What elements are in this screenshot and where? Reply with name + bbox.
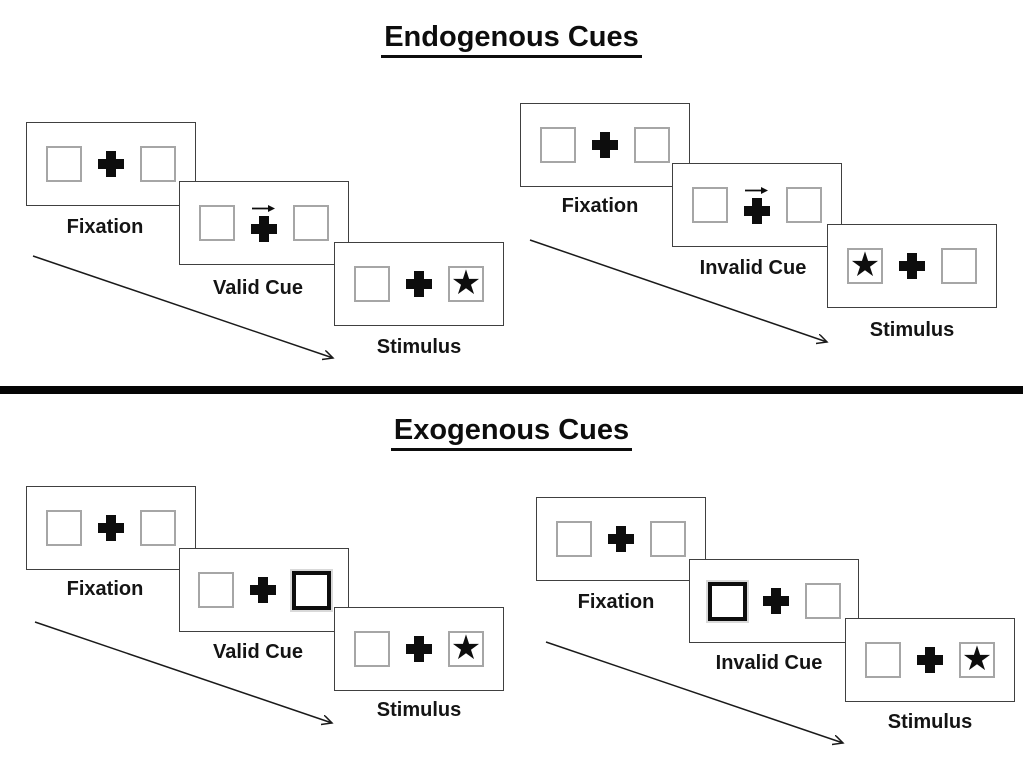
sequence-order-arrow	[32, 255, 340, 365]
screen-panel-valid-cue	[179, 548, 349, 632]
cue-arrow-right-icon	[252, 205, 275, 212]
fixation-cross-group	[762, 588, 789, 614]
right-stimulus-box: ★	[959, 642, 995, 678]
panel-label: Fixation	[66, 216, 144, 238]
panel-label: Stimulus	[887, 711, 973, 733]
left-placeholder-box	[46, 510, 82, 546]
screen-panel-invalid-cue	[672, 163, 842, 247]
fixation-cross-group	[608, 526, 634, 552]
left-highlighted-cue-box	[707, 581, 747, 621]
right-placeholder-box	[804, 583, 841, 619]
fixation-cross-icon	[98, 515, 124, 541]
screen-panel-stimulus: ★	[827, 224, 997, 308]
section-title-endogenous: Endogenous Cues	[0, 21, 1023, 58]
screen-panel-fixation	[536, 497, 706, 581]
star-icon: ★	[961, 640, 993, 678]
right-placeholder-box	[140, 510, 176, 546]
screen-panel-fixation	[520, 103, 690, 187]
star-icon: ★	[849, 246, 881, 284]
fixation-cross-icon	[98, 151, 124, 177]
right-highlighted-cue-box	[291, 570, 331, 610]
right-placeholder-box	[786, 187, 822, 223]
left-placeholder-box	[865, 642, 901, 678]
left-placeholder-box	[556, 521, 592, 557]
sequence-order-arrow	[529, 239, 833, 349]
left-placeholder-box	[197, 572, 234, 608]
panel-label: Stimulus	[376, 336, 462, 358]
panel-label: Invalid Cue	[699, 257, 807, 279]
screen-panel-stimulus: ★	[334, 242, 504, 326]
fixation-cross-icon	[406, 271, 432, 297]
star-icon: ★	[450, 264, 482, 302]
left-placeholder-box	[540, 127, 576, 163]
right-placeholder-box	[293, 205, 329, 241]
fixation-cross-icon	[249, 577, 276, 603]
left-placeholder-box	[354, 631, 390, 667]
fixation-cross-icon	[608, 526, 634, 552]
sequence-order-arrow	[34, 621, 338, 730]
right-placeholder-box	[634, 127, 670, 163]
central-cue-group	[251, 204, 277, 242]
left-placeholder-box	[199, 205, 235, 241]
panel-label: Valid Cue	[212, 641, 304, 663]
sequence-order-arrow	[545, 641, 849, 750]
star-icon: ★	[450, 629, 482, 667]
section-divider	[0, 386, 1023, 394]
right-placeholder-box	[650, 521, 686, 557]
fixation-cross-icon	[592, 132, 618, 158]
fixation-cross-group	[592, 132, 618, 158]
section-title-text: Endogenous Cues	[381, 21, 642, 58]
fixation-cross-icon	[251, 216, 277, 242]
panel-label: Fixation	[561, 195, 639, 217]
fixation-cross-group	[406, 636, 432, 662]
panel-label: Fixation	[66, 578, 144, 600]
panel-label: Stimulus	[869, 319, 955, 341]
panel-label: Stimulus	[376, 699, 462, 721]
screen-panel-fixation	[26, 122, 196, 206]
fixation-cross-icon	[917, 647, 943, 673]
screen-panel-valid-cue	[179, 181, 349, 265]
fixation-cross-icon	[406, 636, 432, 662]
screen-panel-fixation	[26, 486, 196, 570]
screen-panel-invalid-cue	[689, 559, 859, 643]
panel-label: Invalid Cue	[715, 652, 823, 674]
fixation-cross-group	[98, 151, 124, 177]
fixation-cross-group	[917, 647, 943, 673]
right-stimulus-box: ★	[448, 631, 484, 667]
section-title-text: Exogenous Cues	[390, 414, 633, 451]
panel-label: Valid Cue	[212, 277, 304, 299]
fixation-cross-icon	[744, 198, 770, 224]
fixation-cross-icon	[899, 253, 925, 279]
right-placeholder-box	[140, 146, 176, 182]
left-placeholder-box	[46, 146, 82, 182]
left-placeholder-box	[354, 266, 390, 302]
central-cue-group	[744, 186, 770, 224]
right-stimulus-box: ★	[448, 266, 484, 302]
fixation-cross-icon	[762, 588, 789, 614]
screen-panel-stimulus: ★	[334, 607, 504, 691]
cue-arrow-right-icon	[745, 187, 768, 194]
right-placeholder-box	[941, 248, 977, 284]
panel-label: Fixation	[577, 591, 655, 613]
left-placeholder-box	[692, 187, 728, 223]
left-stimulus-box: ★	[847, 248, 883, 284]
section-title-exogenous: Exogenous Cues	[0, 414, 1023, 451]
fixation-cross-group	[899, 253, 925, 279]
screen-panel-stimulus: ★	[845, 618, 1015, 702]
fixation-cross-group	[406, 271, 432, 297]
fixation-cross-group	[98, 515, 124, 541]
fixation-cross-group	[249, 577, 276, 603]
